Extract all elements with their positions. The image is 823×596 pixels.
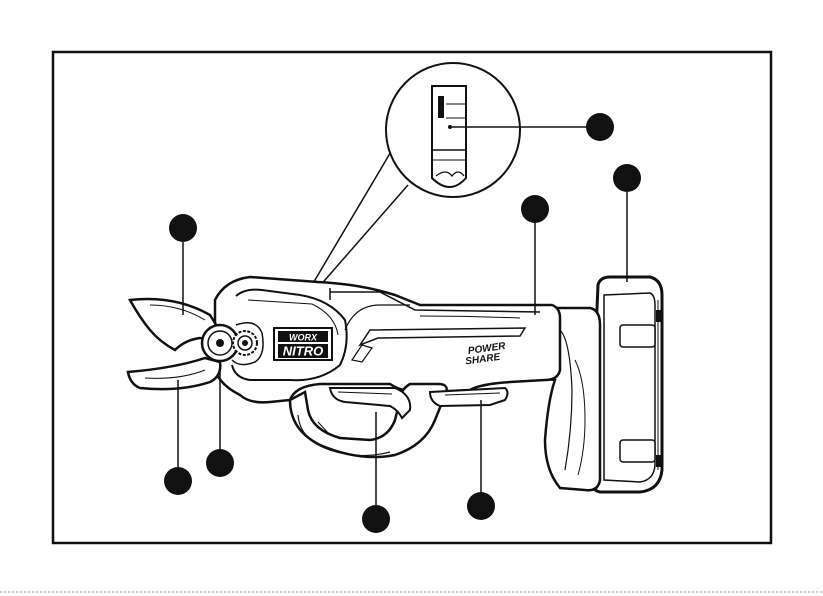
logo-model: NITRO [283, 344, 323, 359]
callout-trigger [362, 505, 390, 533]
callout-handle-grip [467, 492, 495, 520]
callout-gear [206, 449, 234, 477]
blade-lower [128, 358, 220, 389]
worx-nitro-logo: WORX NITRO [274, 328, 332, 360]
trigger [330, 388, 410, 418]
logo-brand: WORX [289, 333, 318, 343]
detail-magnifier [312, 63, 588, 288]
callout-battery [613, 164, 641, 192]
rear-grip [430, 388, 508, 406]
callout-blade-upper [169, 214, 197, 242]
body-housing [215, 277, 560, 402]
callout-blade-lower [164, 467, 192, 495]
callout-body-housing [521, 195, 549, 223]
callout-detail-mark [586, 113, 614, 141]
